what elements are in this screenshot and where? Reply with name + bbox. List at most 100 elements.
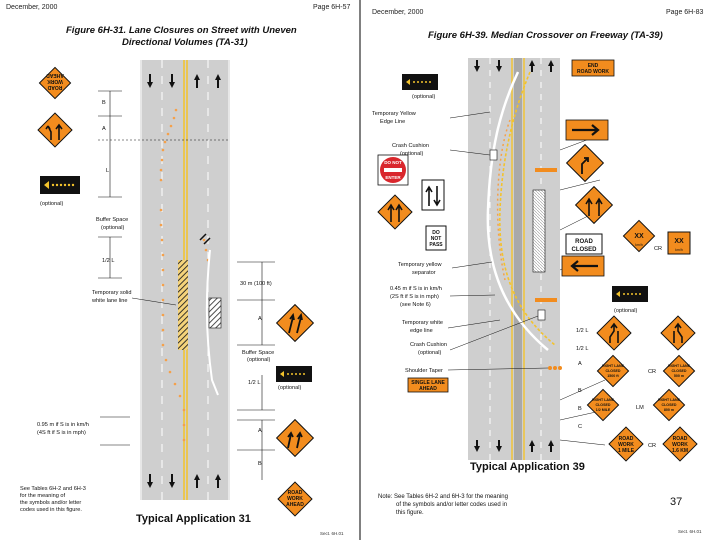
left-sign-road-work-mirror: ROAD WORK AHEAD [38, 66, 72, 100]
left-spacing-a: 0.95 m if S is in km/h [37, 422, 89, 428]
left-work-area [208, 297, 222, 329]
right-sign-arrow-board-2 [612, 286, 648, 302]
svg-text:ROAD: ROAD [47, 84, 62, 90]
right-optional-2: (optional) [614, 308, 637, 314]
right-sign-lane-shift-1 [596, 315, 632, 351]
left-half-l-2: 1/2 L [248, 380, 260, 386]
left-half-l: 1/2 L [102, 258, 114, 264]
left-dimension-lines [98, 90, 275, 480]
left-top-lane-arrows [147, 74, 221, 88]
svg-text:km/h: km/h [635, 243, 643, 247]
left-page: December, 2000 Page 6H-57 Figure 6H-31. … [6, 4, 350, 536]
right-sign-rlc-1: RIGHT LANE CLOSED 1500 ft [596, 354, 630, 388]
right-figure-title: Figure 6H-39. Median Crossover on Freewa… [428, 30, 663, 41]
svg-text:km/h: km/h [675, 248, 683, 252]
left-header-date: December, 2000 [6, 4, 57, 11]
right-spacing-b: (2S ft if S is in mph) [390, 294, 439, 300]
svg-text:CLOSED: CLOSED [596, 403, 611, 407]
right-dim-b2: B [578, 406, 582, 412]
right-note-1: Note: See Tables 6H-2 and 6H-3 for the m… [378, 494, 508, 500]
svg-text:500 m: 500 m [674, 374, 684, 378]
left-note-1: See Tables 6H-2 and 6H-3 [20, 486, 86, 492]
svg-text:800 m: 800 m [664, 408, 674, 412]
svg-text:AHEAD: AHEAD [419, 386, 437, 392]
right-sign-road-closed: ROAD CLOSED [565, 233, 603, 255]
left-channelizing-cones [159, 108, 210, 442]
left-hatched-median [178, 260, 188, 350]
right-typical-application: Typical Application 39 [470, 461, 585, 473]
right-header-date: December, 2000 [372, 9, 423, 16]
left-buffer-2-a: Buffer Space [242, 350, 274, 356]
right-sign-xx-right: XX km/h [667, 231, 691, 255]
svg-text:CLOSED: CLOSED [606, 369, 621, 373]
svg-text:END: END [588, 63, 599, 69]
right-sign-rlc-3: RIGHT LANE CLOSED 1/2 MILE [586, 388, 620, 422]
left-buffer-1-a: Buffer Space [96, 217, 128, 223]
left-sign-lane-ends [37, 112, 73, 148]
right-crash2-b: (optional) [418, 350, 441, 356]
right-temp-yellow-sep-a: Temporary yellow [398, 262, 442, 268]
left-sign-double-arrow-2 [275, 418, 315, 458]
svg-text:WORK: WORK [672, 442, 688, 448]
right-sign-rlc-4: RIGHT LANE CLOSED 800 m [652, 388, 686, 422]
left-typical-application: Typical Application 31 [136, 513, 251, 525]
right-page: December, 2000 Page 6H-83 Figure 6H-39. … [372, 9, 703, 534]
svg-text:1/2 MILE: 1/2 MILE [596, 408, 611, 412]
left-sign-road-work-ahead: ROAD WORK AHEAD [277, 481, 313, 517]
left-dim-a2: A [258, 316, 262, 322]
left-dim-a3: A [258, 428, 262, 434]
right-lane-arrows [474, 60, 554, 452]
right-spacing-c: (see Note 6) [400, 302, 431, 308]
svg-text:ROAD WORK: ROAD WORK [577, 69, 609, 75]
slide-number-box [640, 490, 710, 512]
right-temp-yellow-sep-b: separator [412, 270, 436, 276]
svg-text:CLOSED: CLOSED [571, 247, 597, 253]
right-temp-white-a: Temporary white [402, 320, 443, 326]
right-temp-white-b: edge line [410, 328, 433, 334]
left-buffer-1-b: (optional) [101, 225, 124, 231]
right-sign-arrow-board-1 [402, 74, 438, 90]
left-sign-arrow-board-2 [276, 366, 312, 382]
svg-text:RIGHT LANE: RIGHT LANE [592, 398, 615, 402]
left-buffer-2-b: (optional) [247, 357, 270, 363]
right-temp-yellow-edge-a: Temporary Yellow [372, 111, 417, 117]
svg-text:ROAD: ROAD [619, 436, 634, 442]
left-optional-1: (optional) [40, 201, 63, 207]
left-spacing-b: (4S ft if S is in mph) [37, 430, 86, 436]
right-sect: Sect. 6H.01 [678, 529, 702, 534]
svg-text:XX: XX [634, 233, 644, 240]
right-crash-cushion-2 [537, 309, 546, 321]
right-crash1-b: (optional) [400, 151, 423, 157]
left-bottom-lane-arrows [147, 474, 221, 488]
svg-text:CLOSED: CLOSED [662, 403, 677, 407]
left-dim-b: B [102, 100, 106, 106]
svg-text:RIGHT LANE: RIGHT LANE [668, 364, 691, 368]
svg-text:DO NOT: DO NOT [384, 160, 402, 165]
right-median [514, 58, 522, 460]
right-note-2: of the symbols and/or letter codes used … [396, 502, 507, 508]
left-header-page: Page 6H-57 [313, 4, 350, 11]
right-sign-double-up-arrow [377, 194, 413, 230]
right-sign-arrow-right [565, 119, 609, 141]
right-sign-road-work-km: ROAD WORK 1.6 KM [662, 426, 698, 462]
svg-text:RIGHT LANE: RIGHT LANE [658, 398, 681, 402]
svg-text:WORK: WORK [287, 496, 303, 502]
svg-text:PASS: PASS [429, 242, 443, 248]
right-sign-arrow-left [561, 255, 605, 277]
left-note-2: for the meaning of [20, 493, 66, 499]
svg-text:NOT: NOT [431, 236, 442, 242]
svg-text:ROAD: ROAD [288, 490, 303, 496]
left-sign-arrow-board [40, 176, 80, 194]
right-spacing-a: 0.45 m if S is in km/h [390, 286, 442, 292]
left-temp-solid-a: Temporary solid [92, 290, 131, 296]
right-sign-double-arrow-2 [574, 185, 614, 225]
svg-text:ROAD: ROAD [673, 436, 688, 442]
svg-text:WORK: WORK [47, 78, 63, 84]
left-optional-2: (optional) [278, 385, 301, 391]
right-optional-1: (optional) [412, 94, 435, 100]
right-header-page: Page 6H-83 [666, 9, 703, 16]
right-half-l-2: 1/2 L [576, 346, 588, 352]
right-half-l: 1/2 L [576, 328, 588, 334]
